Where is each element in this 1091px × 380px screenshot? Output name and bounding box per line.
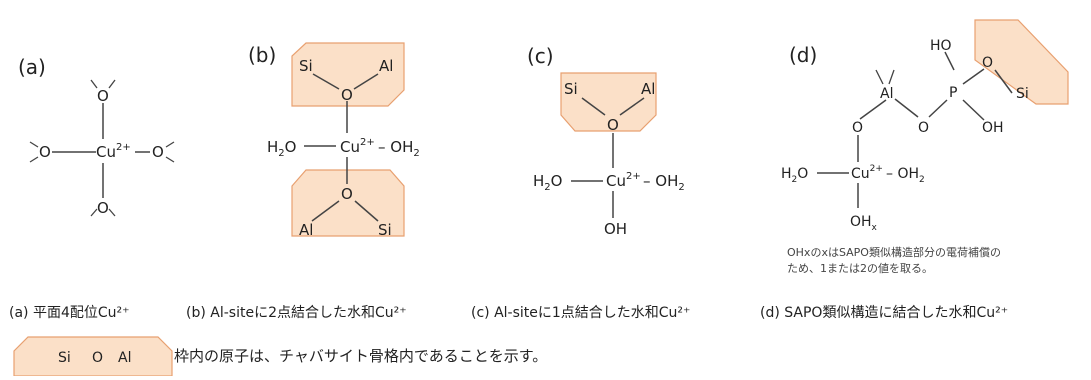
- atom-o: O: [97, 87, 109, 105]
- caption-a: (a) 平面4配位Cu²⁺: [9, 305, 130, 321]
- bond-stub: [29, 156, 39, 163]
- water-ligand: – OH2: [886, 166, 925, 185]
- framework-box: [560, 72, 657, 132]
- bond: [581, 97, 606, 116]
- atom-si: Si: [1016, 86, 1029, 102]
- atom-o: O: [982, 55, 993, 71]
- atom-cu: Cu2+: [606, 171, 641, 190]
- bond: [944, 51, 955, 71]
- bond-stub: [90, 208, 98, 217]
- atom-si: Si: [564, 80, 578, 98]
- bond: [928, 99, 948, 118]
- bond: [311, 200, 340, 222]
- panel-d-label: (d): [789, 43, 817, 67]
- bond: [354, 200, 379, 222]
- atom-cu: Cu2+: [96, 142, 131, 161]
- legend-atom-o: O: [92, 350, 103, 366]
- bond-stub: [875, 69, 884, 85]
- caption-b: (b) Al-siteに2点結合した水和Cu²⁺: [186, 305, 407, 321]
- panel-a-label: (a): [18, 55, 46, 79]
- legend-atom-al: Al: [118, 350, 131, 366]
- atom-cu: Cu2+: [851, 164, 883, 182]
- atom-cu: Cu2+: [340, 137, 375, 156]
- framework-box-top: [291, 42, 405, 107]
- legend-atom-si: Si: [58, 350, 71, 366]
- bond: [962, 68, 985, 85]
- bond: [962, 99, 985, 121]
- ohx-note: OHxのxはSAPO類似構造部分の電荷補償の ため、1または2の値を取る。: [787, 245, 1001, 277]
- atom-al: Al: [299, 221, 313, 239]
- atom-o: O: [341, 185, 353, 203]
- atom-al: Al: [880, 86, 893, 102]
- bond: [312, 73, 340, 90]
- atom-al: Al: [379, 57, 393, 75]
- hydroxyl-group: OH: [982, 120, 1004, 136]
- water-ligand: H2O: [267, 138, 296, 159]
- water-ligand: – OH2: [378, 138, 420, 159]
- ohx-note-line-2: ため、1または2の値を取る。: [787, 262, 933, 275]
- water-ligand: – OH2: [643, 172, 685, 193]
- panel-c: (c) Si Al O H2O Cu2+ – OH2 OH: [527, 44, 685, 238]
- bond: [353, 73, 379, 90]
- bond-stub: [108, 208, 116, 217]
- panel-b-label: (b): [248, 43, 276, 67]
- legend: Si O Al: [13, 336, 173, 377]
- water-ligand: H2O: [781, 166, 808, 185]
- atom-o: O: [39, 143, 51, 161]
- hydroxyl-group: HO: [930, 38, 952, 54]
- hydroxide-ligand: OH: [604, 220, 627, 238]
- bond: [619, 97, 645, 116]
- atom-p: P: [949, 85, 957, 101]
- bond: [859, 99, 887, 120]
- caption-c: (c) Al-siteに1点結合した水和Cu²⁺: [471, 305, 691, 321]
- atom-o: O: [341, 86, 353, 104]
- bond-stub: [888, 69, 895, 85]
- hydroxide-ligand: OHx: [850, 214, 878, 233]
- panel-b: (b) Si Al O H2O Cu2+ – OH2 O Al Si: [248, 42, 420, 239]
- atom-o: O: [852, 120, 863, 136]
- bond-stub: [29, 141, 39, 148]
- atom-o: O: [607, 116, 619, 134]
- caption-d: (d) SAPO類似構造に結合した水和Cu²⁺: [760, 305, 1009, 321]
- bond: [894, 98, 919, 118]
- bond-stub: [108, 79, 116, 89]
- atom-al: Al: [641, 80, 655, 98]
- atom-o: O: [97, 199, 109, 217]
- atom-si: Si: [299, 57, 313, 75]
- water-ligand: H2O: [533, 172, 562, 193]
- bond-stub: [165, 156, 175, 163]
- bond-stub: [90, 79, 98, 89]
- panel-a: (a) O O O O Cu2+: [18, 55, 175, 217]
- atom-o: O: [918, 120, 929, 136]
- panel-d: (d) HO O Si Al P O O OH H2O Cu2+ – OH2 O…: [781, 19, 1069, 233]
- atom-si: Si: [378, 221, 392, 239]
- panel-c-label: (c): [527, 44, 554, 68]
- atom-o: O: [152, 143, 164, 161]
- bond: [994, 69, 1013, 94]
- ohx-note-line-1: OHxのxはSAPO類似構造部分の電荷補償の: [787, 246, 1001, 259]
- framework-box: [974, 19, 1069, 105]
- legend-text: 枠内の原子は、チャバサイト骨格内であることを示す。: [174, 347, 548, 365]
- bond-stub: [165, 141, 175, 148]
